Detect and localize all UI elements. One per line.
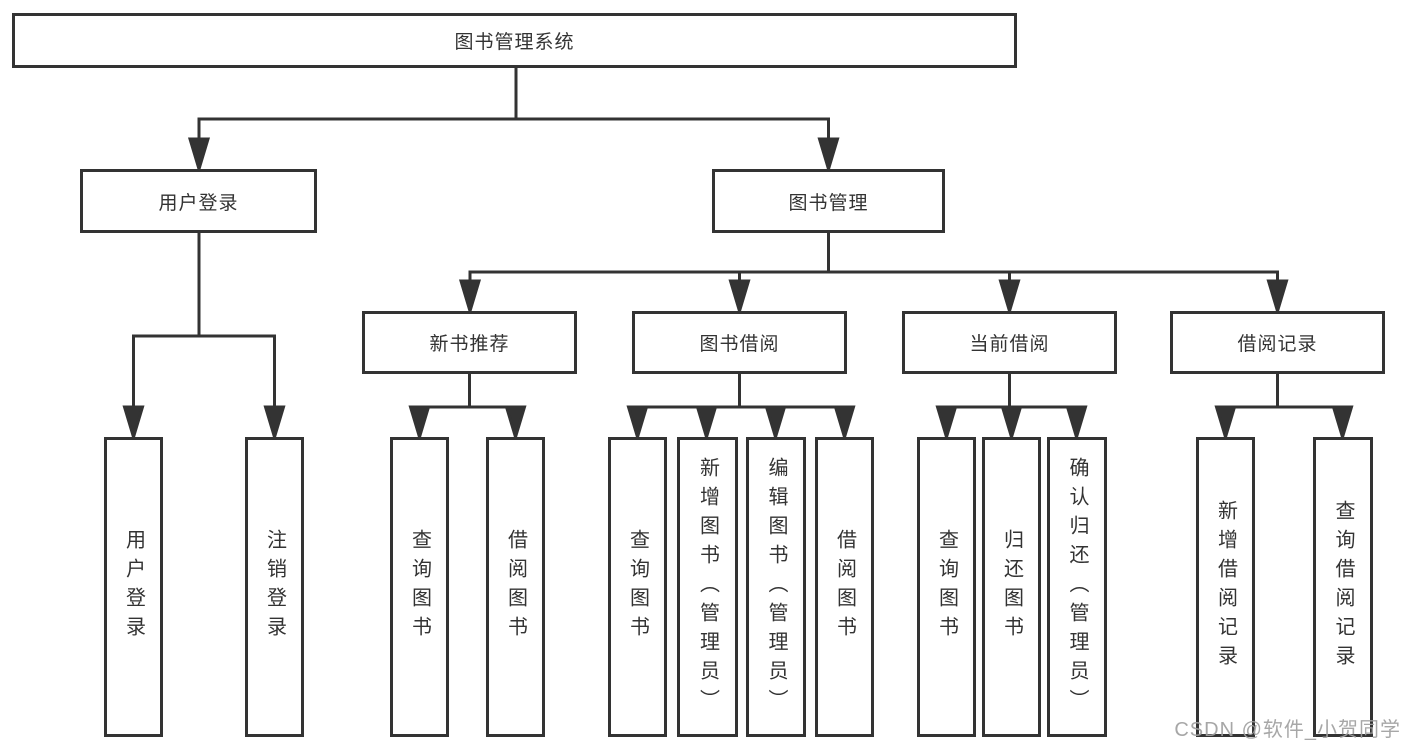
- node-label: 查询图书: [626, 529, 649, 645]
- arrowhead-icon: [1000, 405, 1023, 443]
- node-label: 图书管理: [788, 192, 869, 214]
- arrowhead-icon: [817, 137, 840, 175]
- arrowhead-icon: [998, 279, 1021, 317]
- arrowhead-icon: [504, 405, 527, 443]
- node-label: 图书借阅: [699, 334, 780, 355]
- arrowhead-icon: [1331, 405, 1354, 443]
- node-label: 当前借阅: [969, 334, 1050, 355]
- leaf-add-book-admin: 新增图书（管理员）: [677, 437, 738, 737]
- arrowhead-icon: [458, 279, 482, 317]
- leaf-borrow-books: 借阅图书: [815, 437, 874, 737]
- node-borrow-records: 借阅记录: [1170, 311, 1385, 374]
- leaf-confirm-return-admin: 确认归还（管理员）: [1047, 437, 1107, 737]
- arrowhead-icon: [122, 405, 145, 443]
- node-label: 确认归还（管理员）: [1066, 456, 1088, 718]
- node-label: 图书管理系统: [454, 32, 575, 53]
- node-label: 用户登录: [158, 192, 239, 214]
- node-label: 用户登录: [122, 529, 145, 645]
- node-label: 归还图书: [1000, 529, 1023, 645]
- node-label: 借阅图书: [504, 529, 527, 645]
- node-current-borrow: 当前借阅: [902, 311, 1117, 374]
- leaf-return-book: 归还图书: [982, 437, 1041, 737]
- node-label: 查询图书: [935, 529, 958, 645]
- leaf-query-books-recommend: 查询图书: [390, 437, 449, 737]
- node-user-login: 用户登录: [80, 169, 317, 233]
- arrowhead-icon: [187, 137, 211, 175]
- node-label: 查询借阅记录: [1332, 500, 1354, 674]
- arrowhead-icon: [263, 405, 286, 443]
- node-book-management: 图书管理: [712, 169, 945, 233]
- arrowhead-icon: [1065, 405, 1088, 443]
- node-book-borrow: 图书借阅: [632, 311, 847, 374]
- leaf-query-books-current: 查询图书: [917, 437, 976, 737]
- arrowhead-icon: [1214, 405, 1237, 443]
- arrowhead-icon: [695, 405, 718, 443]
- arrowhead-icon: [408, 405, 431, 443]
- arrowhead-icon: [1266, 279, 1289, 317]
- arrowhead-icon: [935, 405, 958, 443]
- leaf-borrow-books-recommend: 借阅图书: [486, 437, 545, 737]
- leaf-user-login: 用户登录: [104, 437, 163, 737]
- arrowhead-icon: [833, 405, 856, 443]
- node-label: 查询图书: [408, 529, 431, 645]
- leaf-logout: 注销登录: [245, 437, 304, 737]
- node-label: 注销登录: [263, 529, 286, 645]
- arrowhead-icon: [728, 279, 751, 317]
- node-library-management-system: 图书管理系统: [12, 13, 1017, 68]
- arrowhead-icon: [626, 405, 649, 443]
- node-label: 编辑图书（管理员）: [765, 456, 787, 718]
- leaf-add-borrow-record: 新增借阅记录: [1196, 437, 1255, 737]
- node-label: 借阅记录: [1237, 334, 1318, 355]
- leaf-query-books-borrow: 查询图书: [608, 437, 667, 737]
- arrowhead-icon: [764, 405, 787, 443]
- leaf-query-borrow-record: 查询借阅记录: [1313, 437, 1373, 737]
- node-label: 新增借阅记录: [1214, 500, 1237, 674]
- watermark: CSDN @软件_小贺同学: [1174, 719, 1401, 741]
- node-label: 新增图书（管理员）: [696, 456, 719, 718]
- leaf-edit-book-admin: 编辑图书（管理员）: [746, 437, 806, 737]
- node-label: 新书推荐: [429, 334, 510, 355]
- node-label: 借阅图书: [833, 529, 856, 645]
- node-new-book-recommend: 新书推荐: [362, 311, 577, 374]
